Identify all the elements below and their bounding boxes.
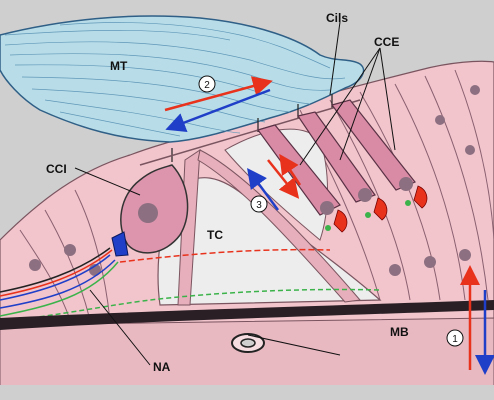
arrow-red-mt [164, 76, 273, 112]
inner-hair-cell-nucleus [138, 203, 158, 223]
cell-nuclei [29, 85, 480, 276]
efferent-terminals [333, 185, 428, 233]
nerve-fibers [0, 247, 381, 323]
motion-arrows [164, 76, 494, 375]
outer-hair-cell [257, 124, 341, 216]
outer-hair-cells [257, 99, 416, 216]
arrow-red-tc-2 [279, 153, 302, 186]
lower-tissue [0, 317, 494, 400]
green-nerve-endings [325, 200, 411, 231]
label-na: NA [153, 360, 171, 374]
marker-1: 1 [446, 329, 464, 347]
svg-text:1: 1 [452, 334, 458, 345]
svg-text:2: 2 [204, 80, 210, 91]
reticular-lamina [139, 99, 361, 166]
label-cci: CCI [46, 162, 67, 176]
label-cce: CCE [374, 35, 399, 49]
outer-hair-cell-nuclei [320, 177, 413, 215]
marker-2: 2 [198, 75, 216, 93]
leader-lines [74, 21, 396, 366]
label-mb: MB [390, 325, 409, 339]
label-tc: TC [207, 228, 223, 242]
arrow-blue-tc [247, 167, 280, 211]
afferent-terminal [111, 231, 129, 257]
pillar-cell-inner [177, 149, 201, 306]
spiral-vessel [231, 333, 265, 353]
arrow-red-tc [267, 159, 300, 199]
marker-3: 3 [250, 195, 268, 213]
arrow-blue-mt [165, 88, 271, 133]
label-mt: MT [110, 59, 128, 73]
svg-text:3: 3 [256, 200, 262, 211]
pillar-cell-outer [197, 149, 361, 303]
label-cils: Cils [326, 11, 348, 25]
basilar-membrane [0, 300, 494, 330]
outer-hair-cell [330, 99, 416, 191]
outer-hair-cell [297, 111, 376, 203]
